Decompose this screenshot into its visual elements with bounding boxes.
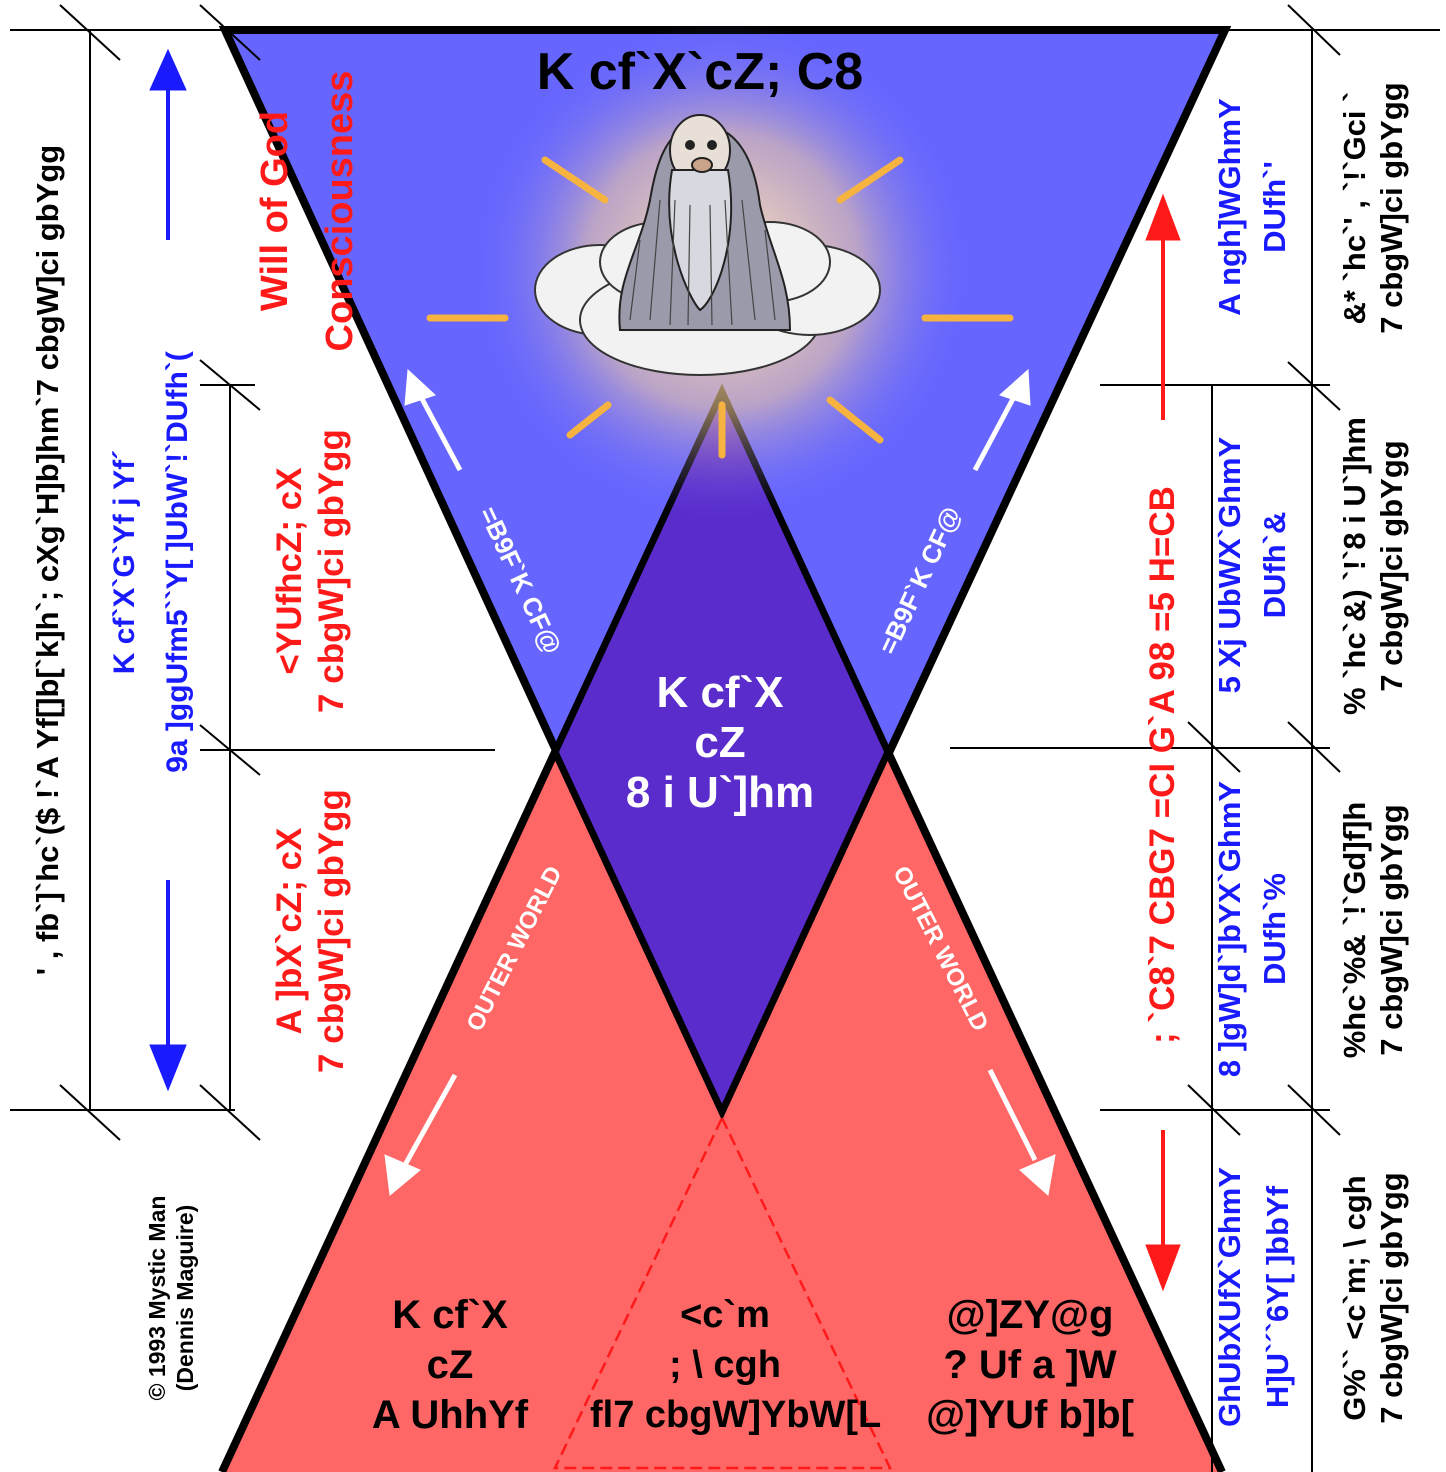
center-label: K cf`X cZ 8 i U`]hm: [590, 668, 850, 818]
bottom-middle-line-1: <c`m: [680, 1294, 770, 1336]
right-far-4a: G%`` <c`m; \ cgh: [1337, 1175, 1372, 1421]
right-blue-4b: H]U`´`6Y[ ]bbYf: [1260, 1185, 1295, 1409]
right-red-axis-arrow: [1145, 193, 1181, 1292]
left-frame-lines: [10, 4, 495, 1141]
center-line-2: cZ: [694, 718, 746, 767]
bottom-right-line-3: @]YUf b]b[: [926, 1393, 1134, 1437]
upper-left-arrow: [404, 368, 463, 472]
right-blue-2a: 5 Xj UbWX`GhmY: [1212, 436, 1247, 694]
right-far-3a: %hc`%& `!`Gd]f]h: [1337, 801, 1372, 1059]
upper-right-arrow: [972, 368, 1031, 472]
copyright-line-1: © 1993 Mystic Man: [144, 1195, 170, 1401]
bottom-right-label: @]ZY@g ? Uf a ]W @]YUf b]b[: [900, 1290, 1160, 1440]
right-far-2b: 7 cbgW]ci gbYgg: [1374, 440, 1409, 692]
consciousness-label: Consciousness: [319, 70, 361, 352]
right-frame-lines: [950, 4, 1440, 1472]
right-far-1a: &* `hc`' , `!`Gci `: [1337, 91, 1372, 325]
right-red-axis-label: ; `C8`7 CBG7 =CI G`A 98 =5 H=CB: [1143, 486, 1182, 1044]
bottom-middle-label: <c`m ; \ cgh fl7 cbgW]YbW[L: [590, 1290, 882, 1440]
left-upper-segment-a: <YUfhcZ; cX: [270, 467, 309, 675]
center-diamond: [551, 383, 892, 1121]
right-blue-3a: 8 ]gW]d`]bYX`GhmY: [1212, 780, 1247, 1078]
sage-figure: [618, 114, 792, 331]
top-title: K cf`X`cZ; C8: [536, 43, 864, 101]
bottom-left-label: K cf`X cZ A UhhYf: [330, 1290, 570, 1440]
left-lower-segment-a: A ]bX`cZ; cX: [270, 827, 309, 1035]
bottom-left-line-1: K cf`X: [392, 1293, 508, 1337]
right-blue-1a: A ngh]WGhmY: [1212, 98, 1247, 316]
left-upper-segment-b: 7 cbgW]ci gbYgg: [312, 429, 351, 713]
bottom-right-line-2: ? Uf a ]W: [943, 1343, 1117, 1387]
copyright-line-2: (Dennis Maguire): [172, 1204, 198, 1392]
right-blue-4a: GhUbXUfX`GhmY: [1212, 1166, 1247, 1428]
outer-right-arrow: [987, 1068, 1056, 1196]
left-lower-segment-b: 7 cbgW]ci gbYgg: [312, 789, 351, 1073]
right-far-3b: 7 cbgW]ci gbYgg: [1374, 804, 1409, 1056]
left-blue-axis-arrow: [149, 48, 187, 1092]
outer-world-outline-right: [884, 750, 1226, 1472]
center-line-3: 8 i U`]hm: [625, 768, 815, 817]
right-blue-1b: DUfh`': [1257, 161, 1292, 253]
right-blue-3b: DUfh`%: [1257, 873, 1292, 985]
center-line-1: K cf`X: [656, 668, 784, 717]
light-rays: [426, 156, 1014, 459]
outer-left-arrow: [384, 1073, 458, 1196]
bottom-left-line-3: A UhhYf: [371, 1393, 529, 1437]
bottom-middle-line-3: fl7 cbgW]YbW[L: [590, 1394, 882, 1436]
left-blue-label-b: 9a ]ggUfm5``Y[ ]UbW`!`DUfh`(: [161, 351, 194, 773]
left-outer-axis-label: ' , fb`]`hc`($ !`A Yf[]b[`k]h`; cXg`H]b]…: [30, 144, 65, 976]
bottom-middle-line-2: ; \ cgh: [669, 1344, 781, 1386]
right-far-1b: 7 cbgW]ci gbYgg: [1374, 82, 1409, 334]
right-far-4b: 7 cbgW]ci gbYgg: [1374, 1172, 1409, 1424]
right-blue-2b: DUfh`&: [1257, 511, 1292, 619]
right-far-2a: % `hc`&) `!`8 i U`]hm: [1337, 417, 1372, 715]
bottom-left-line-2: cZ: [426, 1343, 474, 1387]
outer-world-outline: [218, 750, 559, 1472]
left-blue-label-a: K cf`X`G`Yf j Yf´: [108, 449, 141, 675]
bottom-right-line-1: @]ZY@g: [946, 1293, 1114, 1337]
will-of-god-label: Will of God: [254, 110, 296, 312]
